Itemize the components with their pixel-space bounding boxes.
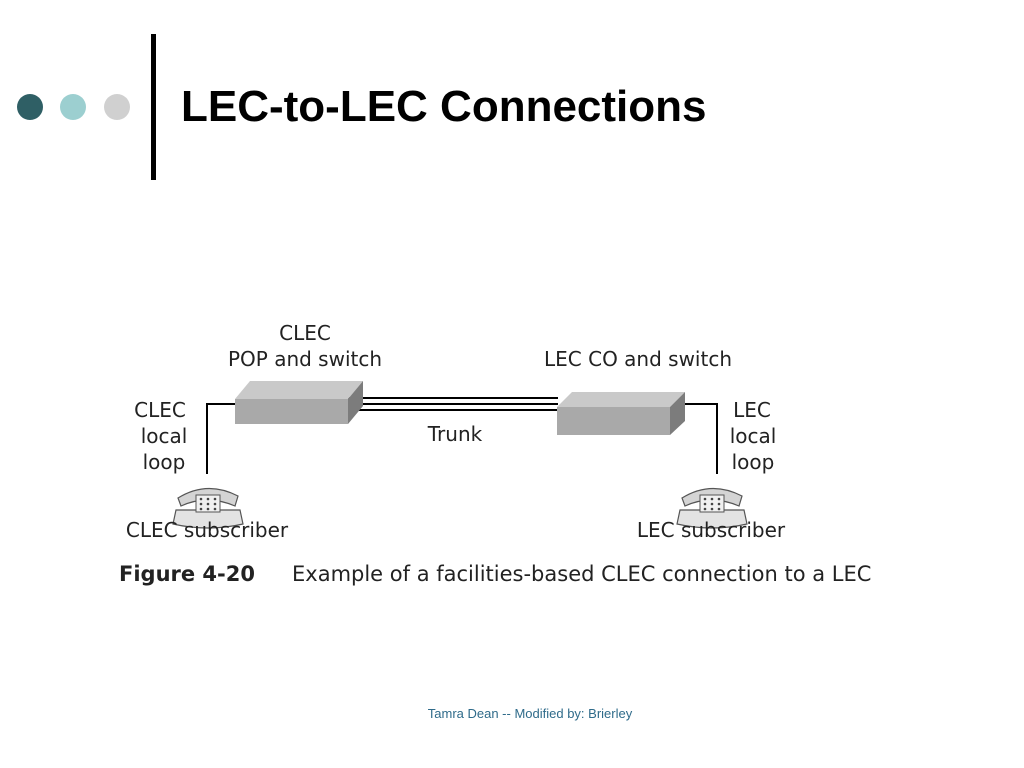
clec-lec-diagram: CLEC POP and switch LEC CO and switch Tr… (119, 321, 871, 586)
figure-caption: Example of a facilities-based CLEC conne… (292, 562, 871, 586)
trunk-lines (340, 397, 558, 411)
lec-loop-label-line1: LEC (733, 398, 771, 422)
clec-loop-label-line2: local (141, 424, 188, 448)
lec-switch-icon (557, 392, 685, 435)
clec-switch-label-line2: POP and switch (228, 347, 382, 371)
bullet-dot-dark (17, 94, 43, 120)
lec-phone-icon (676, 487, 748, 529)
clec-switch-label-line1: CLEC (279, 321, 331, 345)
slide-footer: Tamra Dean -- Modified by: Brierley (427, 706, 633, 721)
clec-loop-label-line1: CLEC (134, 398, 186, 422)
title-divider (151, 34, 156, 180)
trunk-label: Trunk (427, 422, 483, 446)
lec-local-loop-line (685, 403, 718, 474)
lec-switch-label: LEC CO and switch (544, 347, 732, 371)
figure-number: Figure 4-20 (119, 562, 255, 586)
slide-title: LEC-to-LEC Connections (181, 82, 707, 131)
clec-local-loop-line (206, 403, 235, 474)
clec-subscriber-label: CLEC subscriber (126, 518, 289, 542)
clec-loop-label-line3: loop (143, 450, 186, 474)
lec-loop-label-line2: local (730, 424, 777, 448)
bullet-dot-teal (60, 94, 86, 120)
clec-switch-icon (235, 381, 363, 424)
lec-subscriber-label: LEC subscriber (637, 518, 786, 542)
clec-phone-icon (172, 487, 244, 529)
bullet-dot-gray (104, 94, 130, 120)
lec-loop-label-line3: loop (732, 450, 775, 474)
